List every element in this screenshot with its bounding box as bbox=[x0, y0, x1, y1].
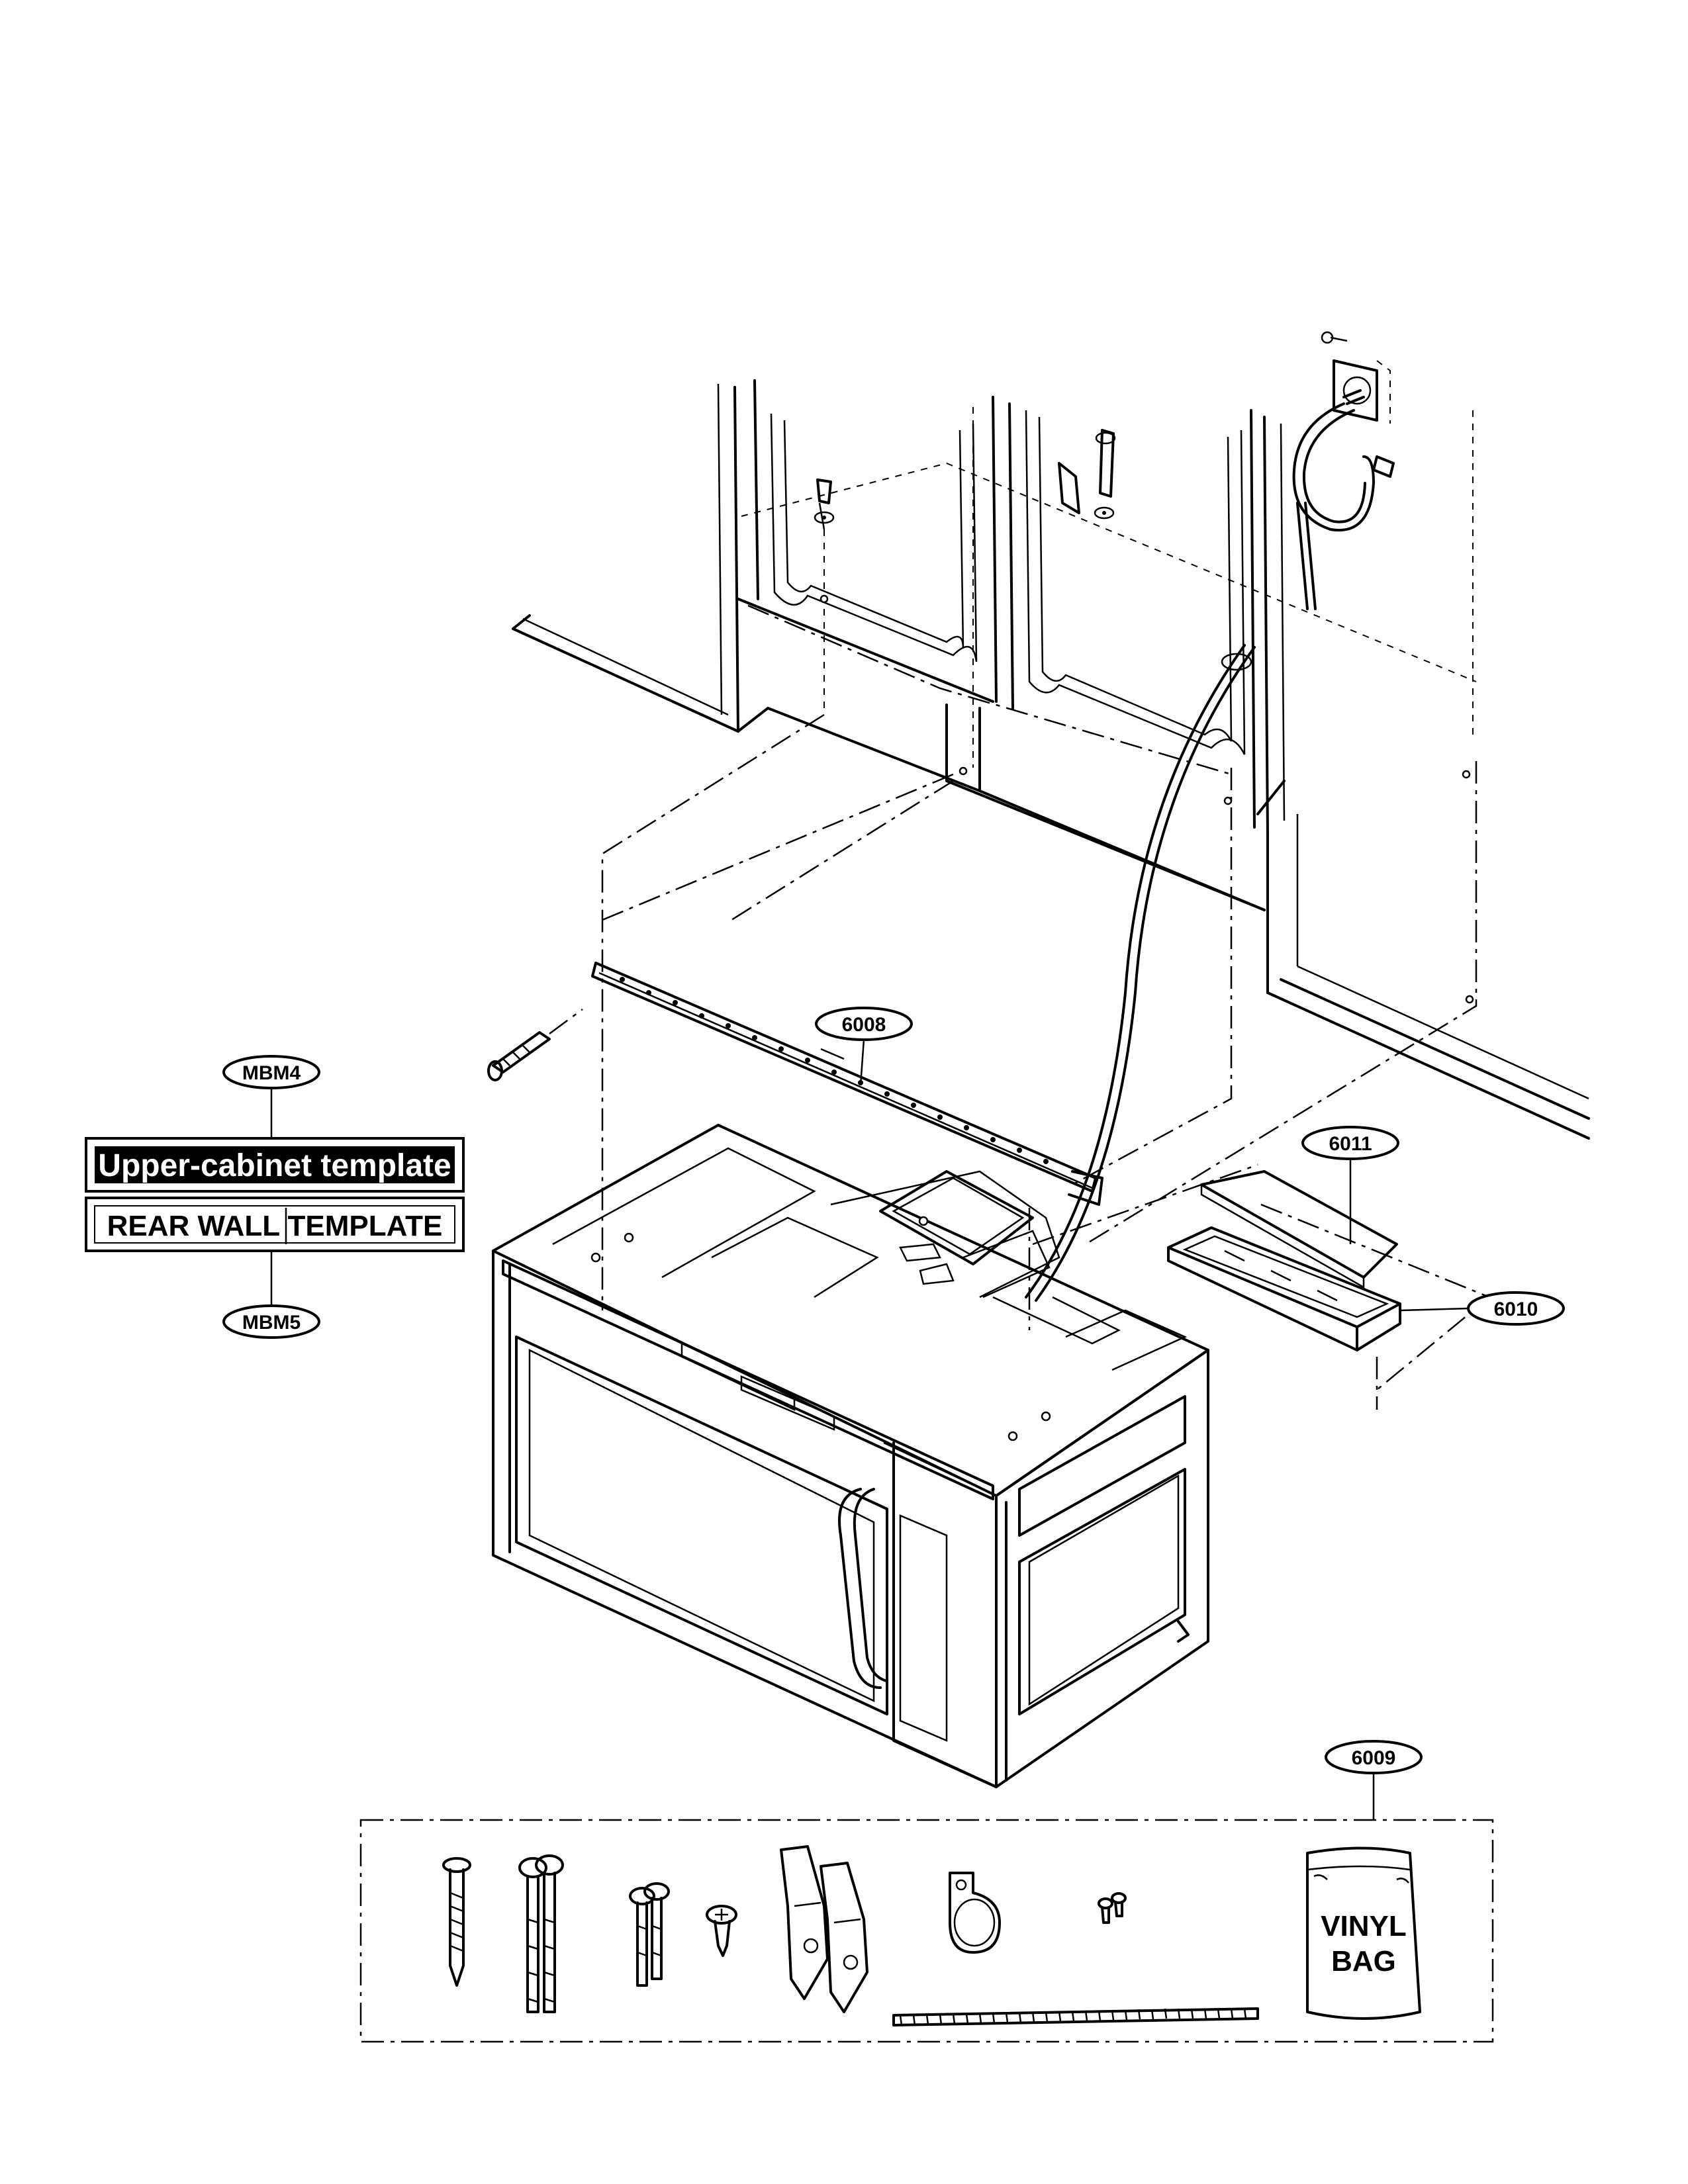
wood-screw-icon bbox=[442, 1857, 471, 1987]
callout-mbm5: MBM5 bbox=[222, 1304, 320, 1339]
tiny-screws-icon bbox=[1098, 1892, 1127, 1924]
hardware-kit-6009: VINYL BAG bbox=[359, 1819, 1494, 2043]
small-screw-icon bbox=[706, 1905, 737, 1957]
vinyl-bag-label-line2: BAG bbox=[1331, 1945, 1396, 1978]
cord-clamp-icon bbox=[949, 1872, 1001, 1954]
upper-cabinet-assembly bbox=[512, 379, 1590, 1140]
wall-screw bbox=[487, 1008, 583, 1081]
template-labels: Upper-cabinet template REAR WALL TEMPLAT… bbox=[85, 1085, 465, 1307]
medium-bolts-icon bbox=[629, 1882, 670, 1987]
callout-6011-text: 6011 bbox=[1329, 1133, 1372, 1155]
callout-6009: 6009 bbox=[1325, 1740, 1423, 1820]
callout-6008: 6008 bbox=[815, 1007, 913, 1086]
plate-holes bbox=[620, 977, 1049, 1164]
callout-mbm4: MBM4 bbox=[222, 1055, 320, 1089]
callout-mbm4-text: MBM4 bbox=[242, 1062, 301, 1084]
vinyl-bag-icon: VINYL BAG bbox=[1306, 1846, 1421, 2020]
power-cord bbox=[1025, 402, 1395, 1302]
toggle-bolt bbox=[1058, 429, 1116, 520]
spring-strip-icon bbox=[892, 2007, 1259, 2026]
callout-6010-text: 6010 bbox=[1494, 1298, 1538, 1320]
microwave-oven bbox=[492, 1124, 1209, 1788]
callout-6009-text: 6009 bbox=[1352, 1747, 1396, 1769]
damper-cover-6011 bbox=[1200, 1170, 1398, 1289]
callout-6010: 6010 bbox=[1399, 1291, 1565, 1326]
vinyl-bag-label-line1: VINYL bbox=[1321, 1910, 1407, 1942]
alignment-lines bbox=[601, 407, 1491, 1410]
callout-mbm5-text: MBM5 bbox=[242, 1312, 301, 1334]
rear-wall-template-label: REAR WALL TEMPLATE bbox=[107, 1210, 443, 1242]
wall-outlet bbox=[1321, 331, 1391, 424]
toggle-anchors-icon bbox=[780, 1845, 868, 2013]
callout-6011: 6011 bbox=[1301, 1126, 1399, 1244]
long-bolts-icon bbox=[518, 1854, 564, 2013]
callout-6008-text: 6008 bbox=[842, 1014, 886, 1036]
damper-6010 bbox=[1167, 1226, 1401, 1351]
upper-cabinet-template-label: Upper-cabinet template bbox=[98, 1148, 451, 1183]
rear-wall-template-box bbox=[85, 1197, 465, 1252]
cabinet-top-screw bbox=[814, 478, 835, 715]
mounting-plate-6008 bbox=[591, 962, 1103, 1206]
